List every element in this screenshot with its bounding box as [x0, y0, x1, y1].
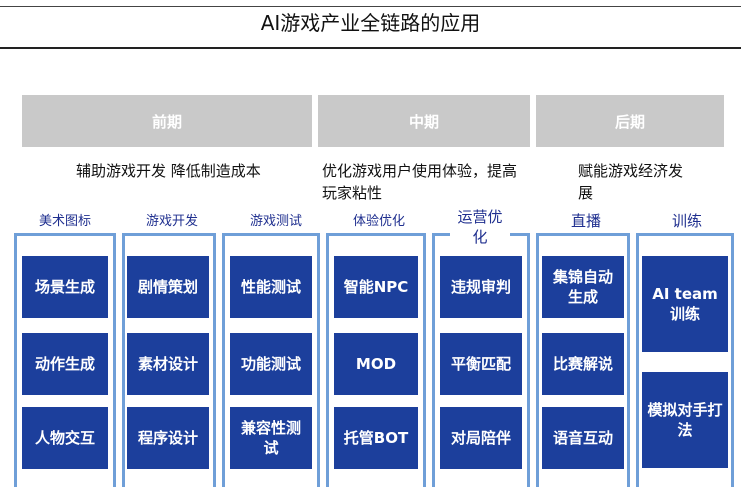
page-title: AI游戏产业全链路的应用 — [260, 11, 481, 35]
item-asset-design: 素材设计 — [127, 333, 209, 395]
phase-mid: 中期 — [318, 95, 530, 147]
category-bracket-training — [636, 233, 734, 487]
category-bracket-experience — [326, 233, 426, 487]
item-ai-team-training: AI team训练 — [642, 256, 728, 352]
category-label-operations: 运营优化 — [450, 207, 510, 247]
category-label-dev: 游戏开发 — [134, 210, 210, 229]
item-program-design: 程序设计 — [127, 407, 209, 469]
category-bracket-art — [14, 233, 116, 487]
category-label-experience: 体验优化 — [340, 210, 418, 229]
title-rule-top — [0, 6, 741, 7]
category-label-art: 美术图标 — [26, 210, 104, 229]
item-auto-highlights: 集锦自动生成 — [542, 256, 624, 318]
item-function-test: 功能测试 — [230, 333, 312, 395]
category-label-training: 训练 — [656, 210, 718, 231]
item-compatibility-test: 兼容性测试 — [230, 407, 312, 469]
category-label-live: 直播 — [558, 210, 614, 231]
phase-late: 后期 — [536, 95, 724, 147]
phase-early-goal: 辅助游戏开发 降低制造成本 — [76, 162, 261, 180]
item-character-interaction: 人物交互 — [22, 407, 108, 469]
category-bracket-live — [536, 233, 630, 487]
item-match-commentary: 比赛解说 — [542, 333, 624, 395]
item-simulated-opponent: 模拟对手打法 — [642, 372, 728, 468]
item-hosted-bot: 托管BOT — [334, 407, 418, 469]
item-scene-generation: 场景生成 — [22, 256, 108, 318]
item-motion-generation: 动作生成 — [22, 333, 108, 395]
item-performance-test: 性能测试 — [230, 256, 312, 318]
category-bracket-dev — [122, 233, 216, 487]
item-violation-review: 违规审判 — [440, 256, 522, 318]
category-label-test: 游戏测试 — [238, 210, 314, 229]
category-bracket-test — [222, 233, 320, 487]
item-mod: MOD — [334, 333, 418, 395]
phase-late-goal: 赋能游戏经济发展 — [578, 162, 684, 202]
phase-early: 前期 — [22, 95, 312, 147]
phase-mid-goal: 优化游戏用户使用体验，提高玩家粘性 — [322, 162, 518, 202]
item-story-planning: 剧情策划 — [127, 256, 209, 318]
item-balanced-matching: 平衡匹配 — [440, 333, 522, 395]
title-rule-bottom — [0, 47, 741, 49]
item-match-companion: 对局陪伴 — [440, 407, 522, 469]
item-voice-interaction: 语音互动 — [542, 407, 624, 469]
item-smart-npc: 智能NPC — [334, 256, 418, 318]
